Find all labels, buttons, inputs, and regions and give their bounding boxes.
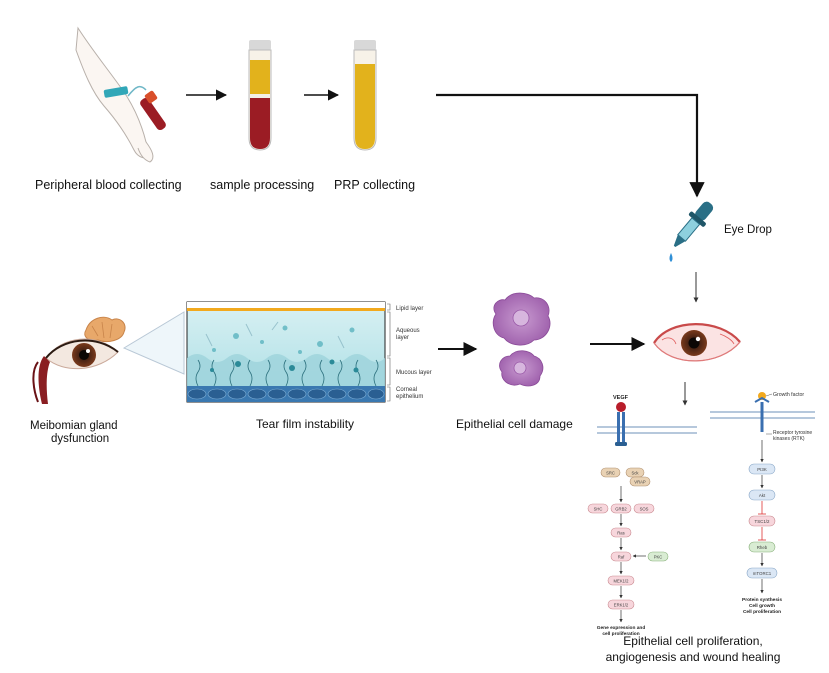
label-shc: SHC bbox=[594, 507, 603, 512]
label-tsc: TSC1/2 bbox=[755, 519, 770, 524]
label-epithelial-cell-damage: Epithelial cell damage bbox=[456, 417, 573, 431]
tear-film-panel bbox=[186, 301, 391, 403]
node-shc bbox=[587, 503, 609, 514]
label-grb2: GRB2 bbox=[615, 507, 627, 512]
node-raf bbox=[610, 551, 632, 562]
label-aqueous-line2: layer bbox=[396, 335, 409, 341]
label-sos: SOS bbox=[640, 507, 649, 512]
damaged-epithelial-cells-illustration bbox=[492, 292, 551, 387]
treated-eye-illustration bbox=[653, 323, 741, 362]
label-sck: Sck bbox=[632, 471, 640, 476]
label-eye-drop: Eye Drop bbox=[724, 224, 772, 236]
node-pi3k bbox=[748, 463, 776, 475]
label-corneal-line2: epithelium bbox=[396, 394, 423, 400]
node-pkc bbox=[647, 551, 669, 562]
vegf-pathway bbox=[587, 402, 697, 623]
eye-dropper-icon bbox=[669, 201, 714, 262]
label-rheb: Rheb bbox=[757, 545, 768, 550]
node-tsc bbox=[748, 515, 776, 527]
label-erk: ERK1/2 bbox=[614, 603, 629, 608]
meibomian-eye-illustration bbox=[32, 311, 185, 404]
label-meibomian-line2: dysfunction bbox=[51, 433, 109, 445]
label-vrap: VRAP bbox=[634, 480, 646, 485]
whole-blood-tube bbox=[248, 40, 272, 151]
label-mtorc1: mTORC1 bbox=[753, 571, 772, 576]
node-vrap bbox=[629, 476, 651, 487]
label-prp-collecting: PRP collecting bbox=[334, 178, 415, 192]
node-erk bbox=[607, 599, 635, 610]
label-growth-factor: Growth factor bbox=[773, 392, 804, 398]
label-corneal-line1: Corneal bbox=[396, 387, 417, 393]
node-mtorc1 bbox=[746, 567, 778, 579]
node-ras bbox=[610, 527, 632, 538]
label-growth-output-line1: Protein synthesis bbox=[742, 597, 782, 603]
label-vegf-output-line2: cell proliferation bbox=[602, 631, 639, 637]
node-grb2 bbox=[610, 503, 632, 514]
label-raf: Raf bbox=[618, 555, 625, 560]
label-vegf: VEGF bbox=[613, 395, 629, 401]
arm-blood-draw-illustration bbox=[75, 26, 166, 163]
label-ras: Ras bbox=[617, 531, 624, 536]
label-pkc: PKC bbox=[654, 555, 663, 560]
label-vegf-output-line1: Gene expression and bbox=[597, 625, 646, 631]
label-sample-processing: sample processing bbox=[210, 178, 314, 192]
label-outcome-line1: Epithelial cell proliferation, bbox=[623, 634, 762, 648]
label-growth-output-line2: Cell growth bbox=[749, 603, 775, 609]
label-rtk-line2: kinases (RTK) bbox=[773, 436, 805, 442]
node-mek bbox=[607, 575, 635, 586]
label-mucous-layer: Mucous layer bbox=[396, 370, 432, 376]
label-aqueous-line1: Aqueous bbox=[396, 328, 420, 334]
arrow-prp-to-eye-drop bbox=[436, 93, 705, 198]
label-rtk-line1: Receptor tyrosine bbox=[773, 430, 812, 436]
label-akt: Akt bbox=[759, 493, 766, 498]
label-pi3k: PI3K bbox=[757, 467, 767, 472]
node-rheb bbox=[748, 541, 776, 553]
label-mek: MEK1/2 bbox=[614, 579, 630, 584]
node-akt bbox=[748, 489, 776, 501]
growth-factor-pathway bbox=[710, 392, 815, 594]
node-sos bbox=[633, 503, 655, 514]
label-tear-film-instability: Tear film instability bbox=[256, 417, 354, 431]
prp-tube bbox=[353, 40, 377, 151]
node-src bbox=[600, 467, 621, 478]
label-lipid-layer: Lipid layer bbox=[396, 306, 423, 312]
label-blood-collecting: Peripheral blood collecting bbox=[35, 178, 182, 192]
label-outcome-line2: angiogenesis and wound healing bbox=[606, 650, 781, 664]
label-src: SRC bbox=[606, 471, 615, 476]
vegf-ligand-icon bbox=[616, 402, 626, 412]
label-meibomian-line1: Meibomian gland bbox=[30, 420, 118, 432]
label-growth-output-line3: Cell proliferation bbox=[743, 609, 781, 615]
